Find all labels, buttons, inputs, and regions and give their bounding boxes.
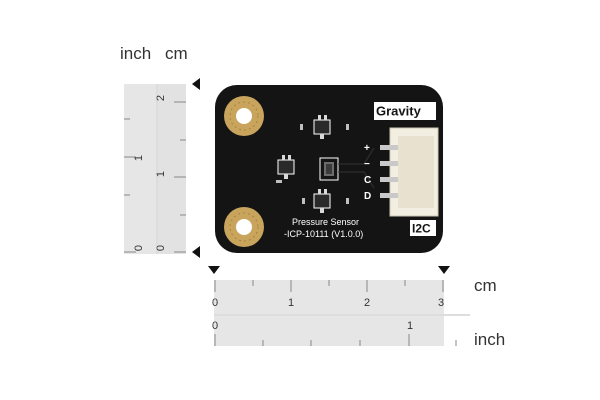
pin-label-c: C bbox=[364, 175, 371, 186]
horizontal-ruler bbox=[214, 280, 470, 346]
unit-label-inch-horizontal: inch bbox=[474, 330, 506, 349]
pin-label-plus: + bbox=[364, 143, 370, 154]
board-name-line1: Pressure Sensor bbox=[292, 217, 359, 227]
cm-tick-0: 0 bbox=[155, 244, 168, 252]
marker-arrow-top-left bbox=[192, 78, 200, 90]
cm-tick-2: 2 bbox=[155, 94, 168, 102]
unit-label-inch-vertical: inch bbox=[120, 44, 152, 63]
board-name-line2: -ICP-10111 (V1.0.0) bbox=[284, 229, 363, 239]
cm-tick-h-2: 2 bbox=[364, 297, 371, 309]
pin-label-d: D bbox=[364, 191, 371, 202]
brand-label: Gravity bbox=[376, 104, 422, 119]
unit-label-cm-horizontal: cm bbox=[474, 276, 497, 295]
marker-arrow-left bbox=[208, 266, 220, 274]
inch-tick-1: 1 bbox=[133, 154, 146, 162]
pin-label-minus: − bbox=[364, 159, 370, 170]
cm-tick-h-3: 3 bbox=[438, 297, 445, 309]
cm-tick-h-0: 0 bbox=[212, 297, 219, 309]
inch-tick-0: 0 bbox=[133, 244, 146, 252]
mounting-hole-bottom-icon bbox=[224, 207, 264, 247]
unit-label-cm-vertical: cm bbox=[165, 44, 188, 63]
interface-label: I2C bbox=[412, 222, 431, 236]
marker-arrow-right bbox=[438, 266, 450, 274]
marker-arrow-bottom-left bbox=[192, 246, 200, 258]
vertical-ruler bbox=[124, 84, 186, 254]
cm-tick-h-1: 1 bbox=[288, 297, 295, 309]
mounting-hole-top-icon bbox=[224, 96, 264, 136]
inch-tick-h-1: 1 bbox=[407, 320, 414, 332]
sensor-board: Gravity + − C D I2C Pressure Sensor -ICP… bbox=[214, 84, 444, 254]
inch-tick-h-0: 0 bbox=[212, 320, 219, 332]
cm-tick-1: 1 bbox=[155, 170, 168, 178]
